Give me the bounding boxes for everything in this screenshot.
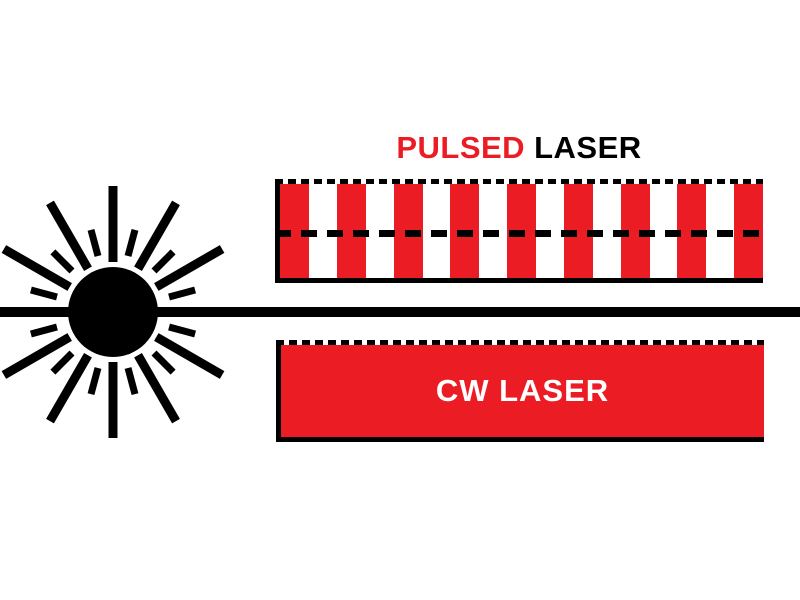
laser-starburst-icon [1, 186, 225, 438]
title-word-laser: LASER [534, 130, 642, 165]
pulsed-laser-box [275, 179, 763, 283]
title-word-pulsed: PULSED [396, 130, 526, 165]
cw-laser-label: CW LASER [435, 373, 610, 408]
cw-laser-box: CW LASER [276, 340, 764, 442]
pulsed-box-mid-dashed-line [275, 230, 763, 237]
laser-beam-line [0, 307, 800, 317]
cw-laser-fill: CW LASER [281, 345, 764, 437]
cw-box-top-dotted-line [276, 340, 764, 345]
pulsed-box-top-dotted-line [275, 179, 763, 184]
